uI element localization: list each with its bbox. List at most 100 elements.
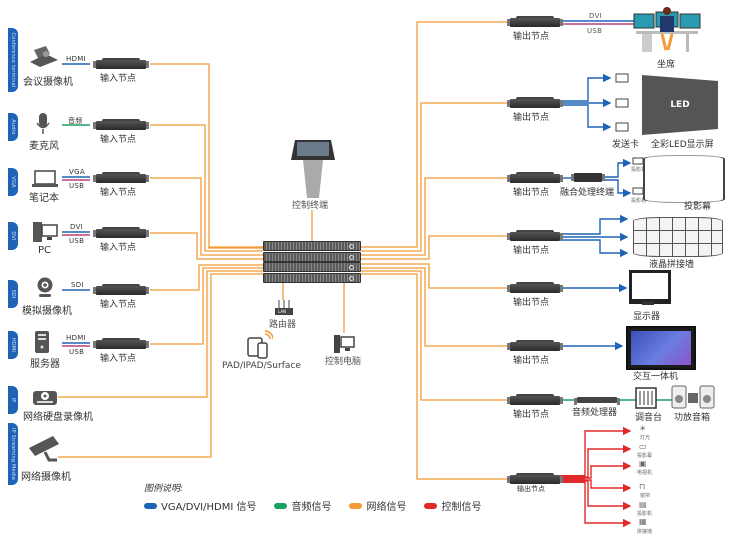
source-tab-conference: Conference terminal bbox=[8, 28, 18, 92]
mixer-label: 调音台 bbox=[635, 413, 663, 423]
control-target-label: 投影机 bbox=[637, 511, 653, 517]
nvr-icon bbox=[33, 391, 57, 405]
wire-out-2 bbox=[361, 102, 508, 252]
output-node-label: 输出节点 bbox=[513, 410, 550, 420]
projector-label: 投影机 bbox=[631, 198, 647, 204]
audio-processor-device bbox=[574, 397, 620, 405]
control-terminal-kiosk-icon bbox=[291, 140, 335, 198]
output-node-device bbox=[507, 16, 563, 27]
output-node-device bbox=[507, 340, 563, 351]
wire-out-4 bbox=[361, 235, 508, 260]
signal-label: SDI bbox=[71, 281, 84, 289]
wire-in-4 bbox=[150, 232, 263, 260]
wire-out-1 bbox=[361, 21, 508, 248]
server-icon bbox=[35, 331, 49, 353]
signal-label: VGA bbox=[69, 168, 85, 176]
output-node-device bbox=[507, 473, 563, 484]
output-node-device bbox=[507, 97, 563, 108]
legend-title: 图例说明: bbox=[144, 484, 184, 494]
output-node-device bbox=[507, 230, 563, 241]
input-node-label: 输入节点 bbox=[100, 135, 137, 145]
output-node-label: 输出节点 bbox=[513, 188, 550, 198]
network-wires bbox=[58, 21, 508, 480]
legend-swatch bbox=[349, 502, 363, 509]
input-node-label: 输入节点 bbox=[100, 354, 137, 364]
input-node-device bbox=[93, 227, 149, 238]
legend: 图例说明: VGA/DVI/HDMI 信号 音频信号 网络信号 控制信号 bbox=[144, 481, 481, 513]
monitor-label: 显示器 bbox=[633, 312, 661, 322]
wire-in-7 bbox=[58, 270, 263, 398]
signal-label: DVI bbox=[589, 12, 603, 20]
signal-label: HDMI bbox=[66, 334, 86, 342]
signal-label: USB bbox=[69, 182, 85, 190]
speakers-icon bbox=[671, 385, 715, 409]
led-display-label: 全彩LED显示屏 bbox=[651, 140, 714, 150]
sender-card-icons bbox=[615, 73, 629, 132]
output-node-label: 输出节点 bbox=[517, 485, 545, 493]
router-badge: LAN bbox=[278, 309, 287, 314]
source-label: 服务器 bbox=[30, 359, 60, 370]
router-icon bbox=[275, 300, 293, 315]
fusion-processor-label: 融合处理终端 bbox=[560, 188, 615, 198]
fusion-processor-device bbox=[571, 173, 605, 182]
source-tab-sdi: SDI bbox=[8, 280, 18, 308]
source-label: PC bbox=[38, 245, 52, 256]
projection-screen bbox=[643, 155, 725, 203]
control-target-label: 窗帘 bbox=[640, 493, 651, 499]
projection-screen-icon: ▭ bbox=[639, 442, 647, 451]
signal-label: USB bbox=[69, 237, 85, 245]
output-node-label: 输出节点 bbox=[513, 32, 550, 42]
output-node-label: 输出节点 bbox=[513, 113, 550, 123]
source-tab-ip-streaming: IP Streaming Media bbox=[8, 423, 18, 485]
wire-out-7 bbox=[361, 270, 508, 401]
sender-card-label: 发送卡 bbox=[612, 140, 640, 150]
control-target-label: 电视机 bbox=[637, 470, 653, 476]
network-switch-stack bbox=[263, 241, 361, 283]
input-node-device bbox=[93, 338, 149, 349]
light-icon: ☀ bbox=[639, 424, 647, 433]
video-wall-label: 液晶拼接墙 bbox=[649, 260, 695, 270]
legend-item-audio: 音频信号 bbox=[274, 498, 331, 513]
signal-label: 音频 bbox=[68, 117, 83, 125]
wire-in-1 bbox=[150, 63, 263, 248]
seat-label: 坐席 bbox=[657, 60, 676, 70]
control-pc-icon bbox=[334, 335, 355, 353]
lcd-video-wall bbox=[633, 217, 723, 257]
control-pc-label: 控制电脑 bbox=[325, 357, 362, 367]
operator-seat-icon bbox=[633, 7, 701, 52]
source-tab-vga: VGA bbox=[8, 168, 18, 196]
legend-swatch bbox=[144, 502, 157, 509]
control-terminal-label: 控制终端 bbox=[292, 201, 329, 211]
wire-in-6 bbox=[150, 267, 263, 345]
interactive-panel-display bbox=[626, 326, 696, 370]
desktop-pc-icon bbox=[33, 222, 58, 242]
source-tab-hdmi: HDMI bbox=[8, 331, 18, 359]
conference-camera-icon bbox=[30, 46, 58, 67]
signal-label: USB bbox=[587, 27, 603, 35]
microphone-icon bbox=[36, 113, 50, 134]
tv-icon: ▣ bbox=[639, 459, 647, 468]
source-label: 麦克风 bbox=[29, 141, 59, 152]
input-node-device bbox=[93, 172, 149, 183]
legend-item-network: 网络信号 bbox=[349, 498, 406, 513]
wire-out-6 bbox=[361, 267, 508, 347]
output-node-device bbox=[507, 282, 563, 293]
webcam-icon bbox=[37, 277, 53, 297]
input-node-device bbox=[93, 119, 149, 130]
video-wall-icon: ▦ bbox=[639, 517, 647, 526]
output-node-label: 输出节点 bbox=[513, 246, 550, 256]
projection-screen-label: 投影幕 bbox=[684, 202, 712, 212]
input-node-label: 输入节点 bbox=[100, 188, 137, 198]
control-target-label: 灯光 bbox=[640, 435, 651, 441]
legend-swatch bbox=[274, 502, 288, 509]
output-node-device bbox=[507, 394, 563, 405]
source-label: 会议摄像机 bbox=[23, 77, 73, 88]
source-label: 网络硬盘录像机 bbox=[23, 412, 93, 423]
input-node-device bbox=[93, 284, 149, 295]
legend-item-video: VGA/DVI/HDMI 信号 bbox=[144, 498, 256, 513]
led-display-screen: LED bbox=[642, 75, 718, 135]
projector-icon: ▤ bbox=[639, 500, 647, 509]
wire-in-3 bbox=[150, 177, 263, 256]
control-target-label: 投影幕 bbox=[637, 453, 653, 459]
